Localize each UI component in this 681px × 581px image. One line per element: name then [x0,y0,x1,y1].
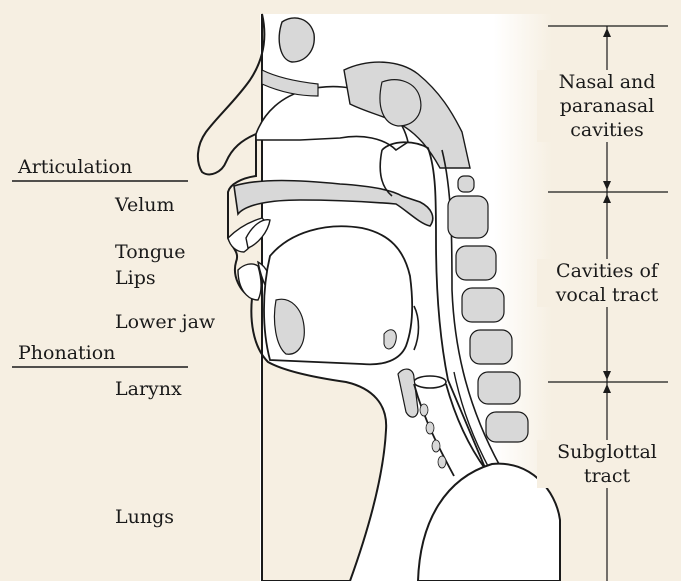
hyoid-bone [383,329,397,350]
vocal-folds [413,375,447,389]
label-nasal-line3: cavities [570,119,644,141]
nasal-bone [261,69,319,97]
lower-lip [237,263,262,301]
label-subglottal-line1: Subglottal [557,441,657,463]
hard-palate [233,179,434,227]
mandible [273,298,305,355]
label-vocal-line2: vocal tract [555,284,659,306]
trachea [413,383,487,477]
label-lower-jaw: Lower jaw [115,311,216,333]
epiglottis [413,305,420,351]
label-lungs: Lungs [115,506,175,528]
esophagus [453,371,491,471]
pharynx-wall-back [441,149,501,467]
label-subglottal-tract: Subglottal tract [537,440,677,488]
cervical-vertebrae [447,175,529,443]
label-articulation: Articulation [18,156,133,178]
label-subglottal-line2: tract [583,465,631,487]
maxillary-sinus [379,79,422,127]
nasopharynx [379,149,393,197]
label-lips: Lips [115,267,156,289]
label-nasal-line2: paranasal [559,95,655,117]
label-vocal-tract-cavities: Cavities of vocal tract [537,259,677,307]
bracket-arrowheads [603,28,611,393]
pharynx-wall-front [381,141,487,471]
label-larynx: Larynx [115,378,182,400]
label-phonation: Phonation [18,342,116,364]
upper-teeth [245,219,271,249]
thyroid-cartilage [397,368,419,418]
label-vocal-line1: Cavities of [556,260,658,282]
label-velum: Velum [115,194,175,216]
label-tongue: Tongue [115,241,186,263]
label-nasal-line1: Nasal and [558,71,656,93]
lungs [416,462,561,581]
frontal-sinus [278,17,315,63]
tracheal-rings [419,403,447,469]
label-nasal-cavities: Nasal and paranasal cavities [537,70,677,142]
